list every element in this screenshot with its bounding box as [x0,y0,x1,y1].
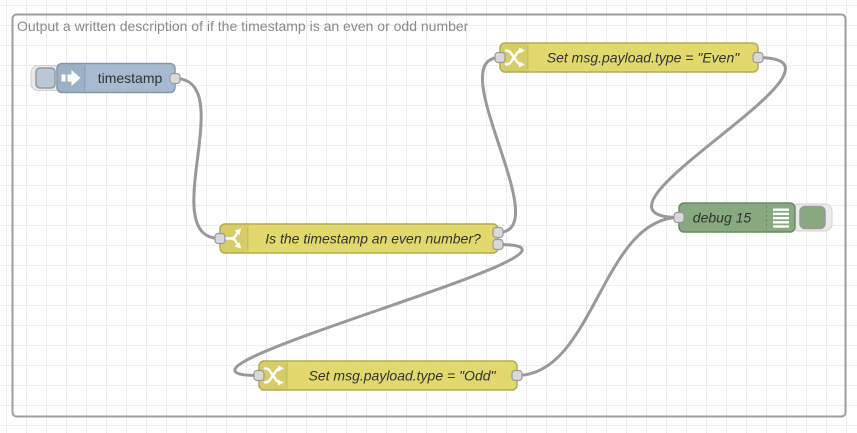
inject-output-port[interactable] [169,72,181,85]
node-change-odd[interactable]: Set msg.payload.type = "Odd" [253,360,523,391]
change-even-input-port[interactable] [494,51,506,64]
debug-toggle-button[interactable] [799,205,826,230]
inject-button[interactable] [35,67,56,89]
flow-group-label: Output a written description of if the t… [17,18,469,34]
wire-timestamp-to-switch[interactable] [173,77,222,240]
wire-change-odd-to-debug[interactable] [515,216,681,377]
switch-node-label: Is the timestamp an even number? [265,231,481,247]
switch-fork-icon [224,228,241,249]
debug-input-port[interactable] [673,211,685,224]
wire-switch-to-change-odd[interactable] [233,243,524,377]
node-debug-15[interactable]: debug 15 [673,202,833,233]
change-odd-node-label: Set msg.payload.type = "Odd" [309,368,497,384]
switch-input-port[interactable] [214,232,226,245]
flow-group-outline[interactable] [11,13,847,418]
wires [173,56,787,377]
node-inject-timestamp[interactable]: timestamp [30,62,181,94]
switch-output-port-1[interactable] [492,226,504,239]
inject-node-label: timestamp [98,70,163,86]
debug-list-icon [773,208,789,228]
change-even-node-label: Set msg.payload.type = "Even" [547,50,740,66]
change-odd-output-port[interactable] [511,369,523,382]
node-change-even[interactable]: Set msg.payload.type = "Even" [494,42,764,73]
change-even-output-port[interactable] [752,51,764,64]
debug-node-label: debug 15 [693,210,752,226]
wire-change-even-to-debug[interactable] [650,56,787,219]
change-odd-input-port[interactable] [253,369,265,382]
switch-output-port-2[interactable] [492,238,504,251]
wire-switch-to-change-even[interactable] [480,56,518,234]
node-switch-even-check[interactable]: Is the timestamp an even number? [214,223,504,254]
inject-arrow-icon [61,70,81,86]
